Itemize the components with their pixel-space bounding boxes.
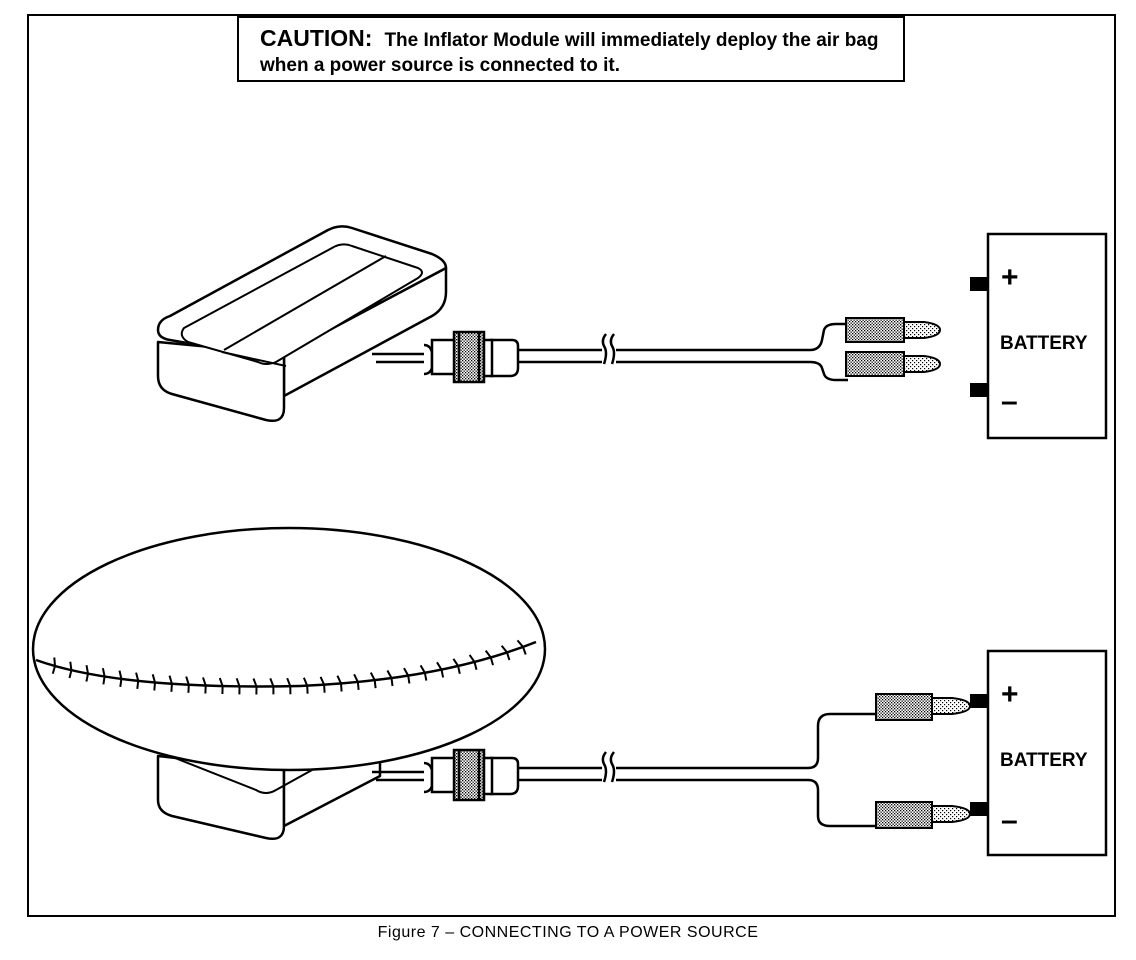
air-bag-stitch [516, 639, 527, 655]
air-bag-stitch [386, 670, 394, 687]
banana-plugs-bottom [875, 693, 972, 829]
battery-top: + – BATTERY [970, 232, 1108, 440]
air-bag-stitch [302, 677, 309, 694]
banana-plugs-top [845, 317, 942, 377]
connector-bottom [430, 748, 494, 802]
air-bag-stitch [252, 678, 258, 695]
battery-bottom: + – BATTERY [970, 649, 1108, 857]
air-bag-stitch [403, 667, 411, 684]
air-bag-stitch [168, 675, 173, 692]
air-bag-stitch [218, 677, 224, 695]
battery-bottom-negative-terminal [970, 802, 988, 816]
air-bag-stitch [484, 650, 494, 666]
air-bag-stitch [436, 661, 445, 678]
air-bag-stitch [468, 654, 478, 670]
caution-text: The Inflator Module will immediately dep… [260, 30, 879, 76]
inflator-cable-top [372, 322, 848, 382]
battery-top-negative-terminal [970, 383, 988, 397]
air-bag-stitch [369, 672, 377, 689]
battery-bottom-positive-terminal [970, 694, 988, 708]
figure-caption: Figure 7 – CONNECTING TO A POWER SOURCE [377, 924, 759, 941]
inflator-cable-bottom [372, 712, 878, 828]
air-bag-stitch [202, 677, 207, 694]
battery-bottom-minus-label: – [1001, 804, 1018, 837]
connector-top [430, 330, 494, 384]
air-bag-stitch [68, 661, 73, 679]
caution-heading: CAUTION: [260, 25, 373, 51]
air-bag-stitch [286, 677, 292, 695]
air-bag-stitch [51, 657, 57, 674]
air-bag-stitch [85, 665, 90, 682]
battery-bottom-label: BATTERY [1000, 750, 1088, 771]
air-bag-stitch [151, 674, 157, 691]
air-bag-deployed [31, 526, 547, 772]
battery-top-minus-label: – [1001, 385, 1018, 418]
air-bag-stitch [118, 670, 123, 688]
air-bag-stitch [235, 677, 241, 695]
battery-top-positive-terminal [970, 277, 988, 291]
air-bag-stitch [419, 664, 428, 681]
inflator-module-top [156, 225, 448, 422]
air-bag-stitch [353, 673, 360, 690]
air-bag-stitch [336, 675, 343, 692]
air-bag-stitch [185, 676, 190, 693]
battery-top-plus-label: + [1001, 261, 1019, 294]
air-bag-stitch [101, 667, 106, 685]
air-bag-stitch [135, 672, 140, 690]
air-bag-stitch [319, 676, 326, 693]
air-bag-stitch [500, 645, 511, 661]
air-bag-stitch [452, 658, 461, 675]
figure-frame [27, 14, 1116, 917]
battery-bottom-plus-label: + [1001, 678, 1019, 711]
battery-top-label: BATTERY [1000, 333, 1088, 354]
caution-box: CAUTION:The Inflator Module will immedia… [237, 16, 905, 82]
air-bag-stitch [269, 678, 275, 695]
